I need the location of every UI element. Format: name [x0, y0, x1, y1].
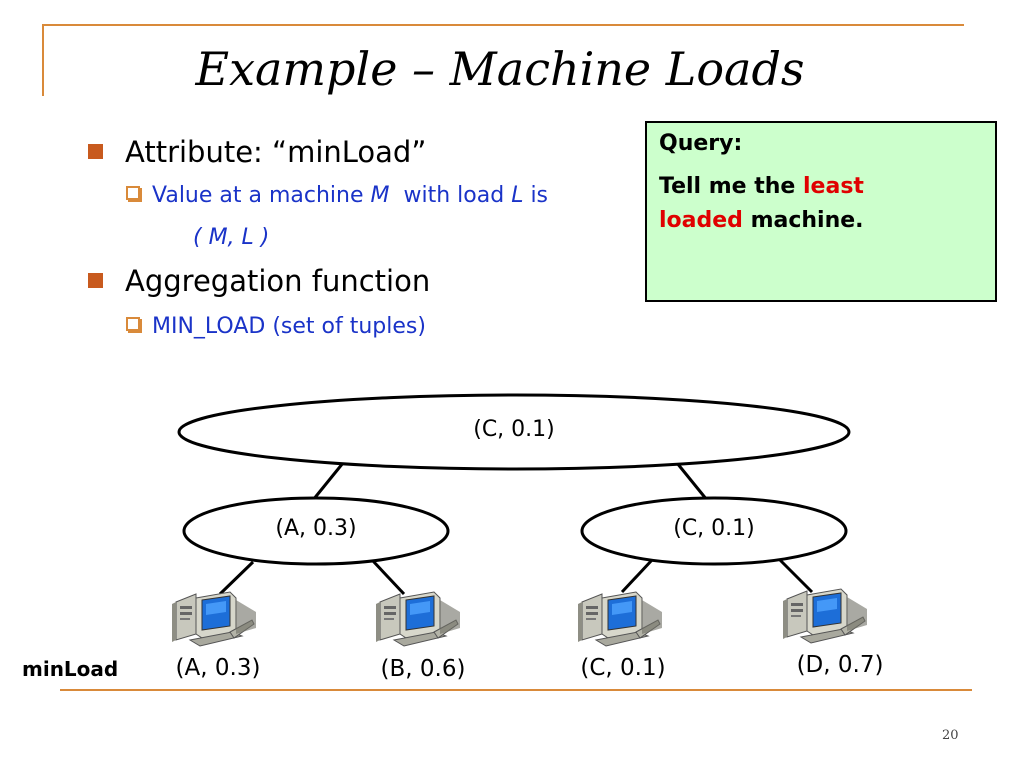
- query-line1-a: Tell me the: [659, 174, 804, 199]
- bullet-attribute-text: Attribute: “minLoad”: [125, 135, 427, 169]
- computer-icon: [171, 591, 257, 647]
- edge-root-right: [675, 462, 709, 501]
- row-label-minload: minLoad: [22, 657, 119, 681]
- query-box: Query: Tell me the least loaded machine.: [645, 121, 997, 302]
- sub-value-tuple: ( M, L ): [193, 225, 270, 250]
- frame-top-line: [42, 24, 964, 26]
- computer-icon: [577, 591, 663, 647]
- edge-root-left: [311, 462, 345, 501]
- bullet-square-icon: [88, 272, 103, 288]
- edge-right-leaf-d: [778, 558, 814, 594]
- sub-min-load-text: MIN_LOAD (set of tuples): [152, 314, 426, 339]
- edge-left-leaf-a: [218, 560, 255, 596]
- sub-bullet-min-load: MIN_LOAD (set of tuples): [126, 314, 426, 339]
- sub-value-L: L: [511, 183, 524, 208]
- query-text: Tell me the least loaded machine.: [659, 170, 983, 238]
- sub-bullet-box-icon: [126, 186, 140, 200]
- leaf-label-b: (B, 0.6): [380, 656, 466, 682]
- sub-value-mid: with load: [389, 183, 512, 208]
- root-node-label: (C, 0.1): [473, 417, 555, 442]
- sub-value-suffix: is: [523, 183, 549, 208]
- slide-title: Example – Machine Loads: [195, 42, 805, 96]
- query-line2-b: machine.: [742, 208, 864, 233]
- right-node-label: (C, 0.1): [673, 516, 755, 541]
- sub-value-line2: ( M, L ): [193, 225, 269, 250]
- frame-left-line: [42, 24, 44, 96]
- edge-left-leaf-b: [371, 559, 406, 596]
- leaf-label-d: (D, 0.7): [796, 652, 884, 678]
- sub-value-prefix: Value at a machine: [152, 183, 371, 208]
- query-least: least: [803, 174, 864, 199]
- right-node: [580, 496, 848, 566]
- left-node: [182, 496, 450, 566]
- leaf-label-c: (C, 0.1): [580, 655, 666, 681]
- computer-icon: [375, 591, 461, 647]
- root-node: [177, 393, 851, 471]
- sub-value-M: M: [370, 183, 390, 208]
- frame-bottom-line: [60, 689, 972, 691]
- page-number: 20: [942, 728, 959, 743]
- query-loaded: loaded: [659, 208, 743, 233]
- bullet-attribute: Attribute: “minLoad”: [88, 135, 426, 169]
- computer-icon: [782, 588, 868, 644]
- bullet-square-icon: [88, 143, 103, 159]
- edge-right-leaf-c: [620, 558, 654, 594]
- query-label: Query:: [659, 131, 743, 156]
- bullet-aggregation: Aggregation function: [88, 264, 430, 298]
- sub-bullet-box-icon: [126, 317, 140, 331]
- sub-bullet-value: Value at a machine M with load L is: [126, 183, 548, 208]
- bullet-aggregation-text: Aggregation function: [125, 264, 431, 298]
- left-node-label: (A, 0.3): [275, 516, 357, 541]
- leaf-label-a: (A, 0.3): [175, 655, 261, 681]
